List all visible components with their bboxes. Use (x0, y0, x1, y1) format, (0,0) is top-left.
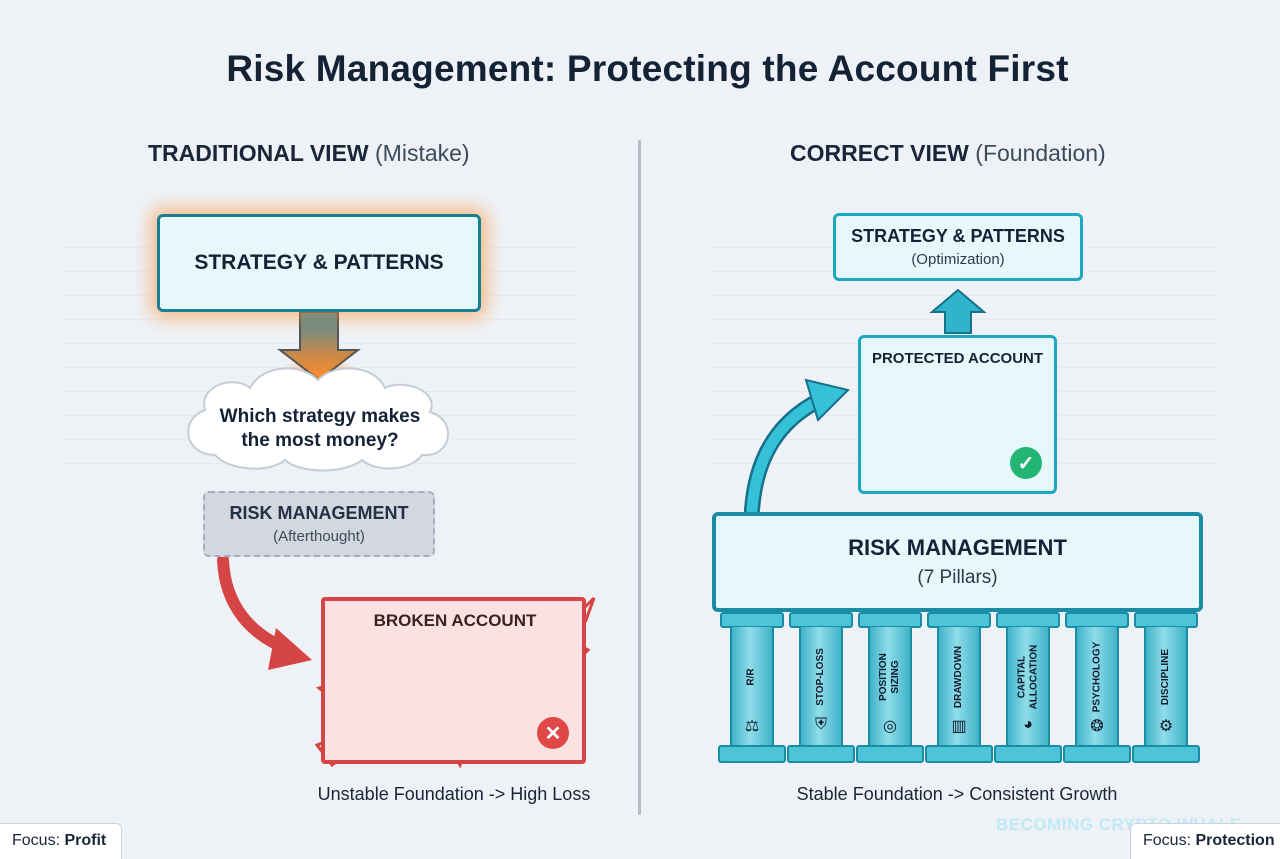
cloud-question: Which strategy makes the most money? (185, 405, 455, 453)
pie-chart-icon: ◕ (1023, 716, 1033, 733)
risk-management-afterthought-box: RISK MANAGEMENT (Afterthought) (203, 491, 435, 557)
x-icon: ✕ (537, 717, 569, 749)
pillar-label: POSITION SIZING (877, 653, 901, 701)
brain-icon: ❂ (1090, 718, 1104, 735)
pillar-stop-loss: STOP-LOSS ⛨ (787, 612, 855, 764)
traditional-view-heading-bold: TRADITIONAL VIEW (148, 140, 369, 166)
cloud-question-line1: Which strategy makes (219, 406, 421, 427)
right-caption: Stable Foundation -> Consistent Growth (796, 784, 1118, 804)
focus-value: Protection (1195, 832, 1275, 849)
strategy-patterns-title: STRATEGY & PATTERNS (851, 226, 1065, 246)
strategy-patterns-box-traditional: STRATEGY & PATTERNS (157, 214, 481, 312)
scale-icon: ⚖ (744, 718, 760, 735)
traditional-view-heading: TRADITIONAL VIEW (Mistake) (148, 140, 470, 167)
focus-profit-badge: Focus: Profit (0, 823, 122, 859)
focus-protection-badge: Focus: Protection (1130, 823, 1280, 859)
risk-management-afterthought-title: RISK MANAGEMENT (229, 503, 409, 523)
thought-cloud-icon (187, 367, 449, 472)
strategy-patterns-box-correct: STRATEGY & PATTERNS (Optimization) (833, 213, 1083, 281)
risk-management-pillars-box: RISK MANAGEMENT (7 Pillars) (712, 512, 1203, 612)
pillar-discipline: DISCIPLINE ⚙ (1132, 612, 1200, 764)
red-curved-arrow-icon (217, 554, 312, 670)
pillar-label: R/R (745, 668, 757, 686)
gears-icon: ⚙ (1158, 718, 1174, 735)
broken-account-label: BROKEN ACCOUNT (373, 611, 537, 630)
chart-down-icon: ▥ (951, 718, 967, 735)
pillar-drawdown: DRAWDOWN ▥ (925, 612, 993, 764)
focus-prefix: Focus: (1143, 832, 1192, 849)
risk-management-afterthought-sub: (Afterthought) (273, 528, 365, 545)
correct-view-heading-note: (Foundation) (975, 140, 1106, 166)
cyan-curved-arrow-icon (744, 378, 850, 518)
protected-account-label: PROTECTED ACCOUNT (871, 350, 1044, 367)
pillar-label: DISCIPLINE (1160, 648, 1171, 706)
correct-view-heading: CORRECT VIEW (Foundation) (790, 140, 1106, 167)
pillar-capital-allocation: CAPITAL ALLOCATION ◕ (994, 612, 1062, 764)
pillar-psychology: PSYCHOLOGY ❂ (1063, 612, 1131, 764)
cloud-question-line2: the most money? (241, 430, 399, 451)
panel-divider (638, 140, 641, 815)
traditional-view-heading-note: (Mistake) (375, 140, 470, 166)
coins-icon: ◎ (883, 718, 897, 735)
risk-management-sub: (7 Pillars) (917, 567, 998, 588)
pillar-rr: R/R ⚖ (718, 612, 786, 764)
pillar-label: STOP-LOSS (815, 648, 827, 706)
correct-view-heading-bold: CORRECT VIEW (790, 140, 969, 166)
pillar-label: DRAWDOWN (953, 645, 964, 709)
risk-management-title: RISK MANAGEMENT (848, 535, 1067, 560)
strategy-patterns-sub: (Optimization) (911, 251, 1005, 268)
up-arrow-icon (929, 288, 987, 334)
left-caption: Unstable Foundation -> High Loss (317, 784, 591, 804)
pillar-position-sizing: POSITION SIZING ◎ (856, 612, 924, 764)
shield-icon: ⛨ (814, 716, 827, 733)
focus-prefix: Focus: (12, 832, 61, 849)
check-icon: ✓ (1010, 447, 1042, 479)
focus-value: Profit (64, 832, 107, 849)
page-title: Risk Management: Protecting the Account … (226, 48, 1069, 89)
pillar-label: CAPITAL ALLOCATION (1016, 644, 1039, 710)
pillar-label: PSYCHOLOGY (1091, 641, 1103, 713)
